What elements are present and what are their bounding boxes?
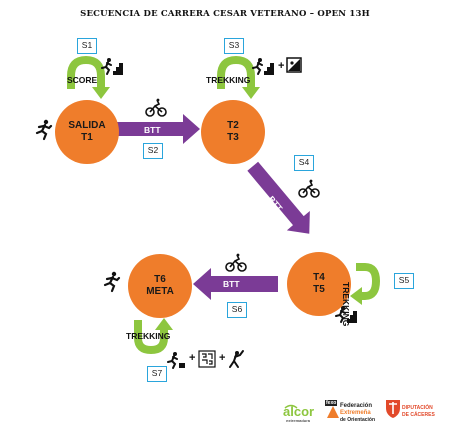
diputacion-line1: DIPUTACIÓN xyxy=(402,405,433,411)
diputacion-line2: DE CÁCERES xyxy=(402,412,435,418)
node-line1: SALIDA xyxy=(68,120,106,131)
fexo-line3: de Orientación xyxy=(340,417,376,423)
cyclist-icon xyxy=(298,179,320,198)
plus-sign: + xyxy=(189,352,196,364)
fexo-line2: Extremeña xyxy=(340,410,371,416)
label-trekking-s3: TREKKING xyxy=(206,75,251,85)
segment-box-s7: S7 xyxy=(147,366,167,382)
alcor-name: alcor xyxy=(283,404,315,419)
node-line2: T3 xyxy=(227,132,239,143)
arrow-s4 xyxy=(247,161,310,234)
runner-icon xyxy=(103,271,121,293)
runner-icon xyxy=(35,119,53,141)
segment-box-s5: S5 xyxy=(394,273,414,289)
node-salida-t1: SALIDA T1 xyxy=(55,100,119,164)
node-line1: T4 xyxy=(313,272,325,283)
segment-box-s1: S1 xyxy=(77,38,97,54)
stairs-runner-icon xyxy=(335,306,357,323)
node-line1: T6 xyxy=(154,274,166,285)
label-trekking-s5: TREKKING xyxy=(341,282,351,327)
alcor-logo xyxy=(284,404,298,409)
segment-box-s6: S6 xyxy=(227,302,247,318)
loop-s7 xyxy=(134,318,173,355)
node-line1: T2 xyxy=(227,120,239,131)
pace-runner-icon xyxy=(167,352,185,369)
cyclist-icon xyxy=(225,253,247,272)
label-btt-s2: BTT xyxy=(144,125,161,135)
orienteering-icon xyxy=(286,57,302,73)
node-t2-t3: T2 T3 xyxy=(201,100,265,164)
loop-s1 xyxy=(67,55,110,99)
loop-s5 xyxy=(350,263,381,305)
fexo-line1: Federación xyxy=(340,403,373,409)
node-line2: T1 xyxy=(81,132,93,143)
label-trekking-s7: TREKKING xyxy=(126,331,171,341)
plus-sign: + xyxy=(219,352,226,364)
label-score: SCORE xyxy=(67,75,98,85)
orienteering-icon xyxy=(229,350,244,368)
arrow-s6 xyxy=(193,268,278,300)
segment-box-s2: S2 xyxy=(143,143,163,159)
node-line2: T5 xyxy=(313,284,325,295)
fexo-badge: fexo xyxy=(325,400,338,406)
node-t4-t5: T4 T5 xyxy=(287,252,351,316)
alcor-sub: extremadura xyxy=(286,418,311,423)
loop-s3 xyxy=(217,55,260,99)
segment-box-s3: S3 xyxy=(224,38,244,54)
map-puzzle-icon xyxy=(198,350,216,368)
cyclist-icon xyxy=(145,98,167,117)
diagram-title: SECUENCIA DE CARRERA CESAR VETERANO – OP… xyxy=(80,9,370,19)
node-line2: META xyxy=(146,286,174,297)
node-t6-meta: T6 META xyxy=(128,254,192,318)
diputacion-logo xyxy=(386,400,400,418)
label-btt-s6: BTT xyxy=(223,279,240,289)
stairs-runner-icon xyxy=(101,58,123,75)
fexo-logo xyxy=(327,406,339,418)
stairs-runner-icon xyxy=(252,58,274,75)
plus-sign: + xyxy=(278,60,285,72)
segment-box-s4: S4 xyxy=(294,155,314,171)
arrow-s2 xyxy=(116,114,200,144)
